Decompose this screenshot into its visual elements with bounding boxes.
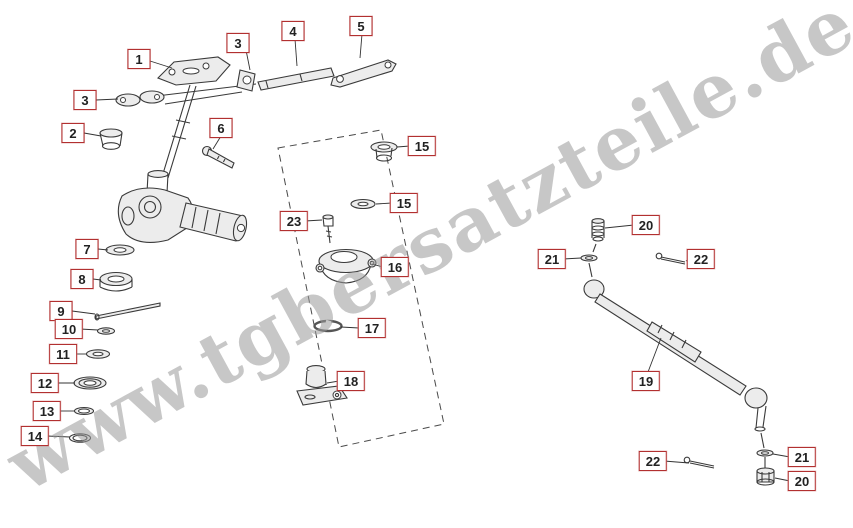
part-label-10[interactable]: 10 <box>54 319 84 339</box>
part-label-23[interactable]: 23 <box>279 211 309 231</box>
part-label-21-bottom[interactable]: 21 <box>787 447 817 467</box>
part-label-13[interactable]: 13 <box>32 401 62 421</box>
intermediate-shaft-assembly <box>277 129 445 448</box>
part-label-20-bottom[interactable]: 20 <box>787 471 817 491</box>
part-label-9[interactable]: 9 <box>49 301 73 321</box>
part-label-17[interactable]: 17 <box>357 318 387 338</box>
leader-lines <box>46 33 791 482</box>
part-label-18[interactable]: 18 <box>336 371 366 391</box>
part-label-15-lower[interactable]: 15 <box>389 193 419 213</box>
part-label-2[interactable]: 2 <box>61 123 85 143</box>
part-label-21-top[interactable]: 21 <box>537 249 567 269</box>
part-label-5[interactable]: 5 <box>349 16 373 36</box>
part-label-12[interactable]: 12 <box>30 373 60 393</box>
part-label-8[interactable]: 8 <box>70 269 94 289</box>
part-label-11[interactable]: 11 <box>49 344 77 364</box>
part-label-1[interactable]: 1 <box>127 49 151 69</box>
part-label-6[interactable]: 6 <box>209 118 233 138</box>
part-label-4[interactable]: 4 <box>281 21 305 41</box>
tie-rod-assembly <box>580 218 775 486</box>
part-label-16[interactable]: 16 <box>380 257 410 277</box>
part-label-3-top[interactable]: 3 <box>226 33 250 53</box>
part-label-7[interactable]: 7 <box>75 239 99 259</box>
part-label-19[interactable]: 19 <box>631 371 661 391</box>
part-label-14[interactable]: 14 <box>20 426 50 446</box>
part-label-22-top[interactable]: 22 <box>686 249 716 269</box>
part-label-3-left[interactable]: 3 <box>73 90 97 110</box>
part-label-22-bottom[interactable]: 22 <box>638 451 668 471</box>
dashed-group-outline <box>277 129 445 448</box>
part-label-20-top[interactable]: 20 <box>631 215 661 235</box>
part-label-15-upper[interactable]: 15 <box>407 136 437 156</box>
